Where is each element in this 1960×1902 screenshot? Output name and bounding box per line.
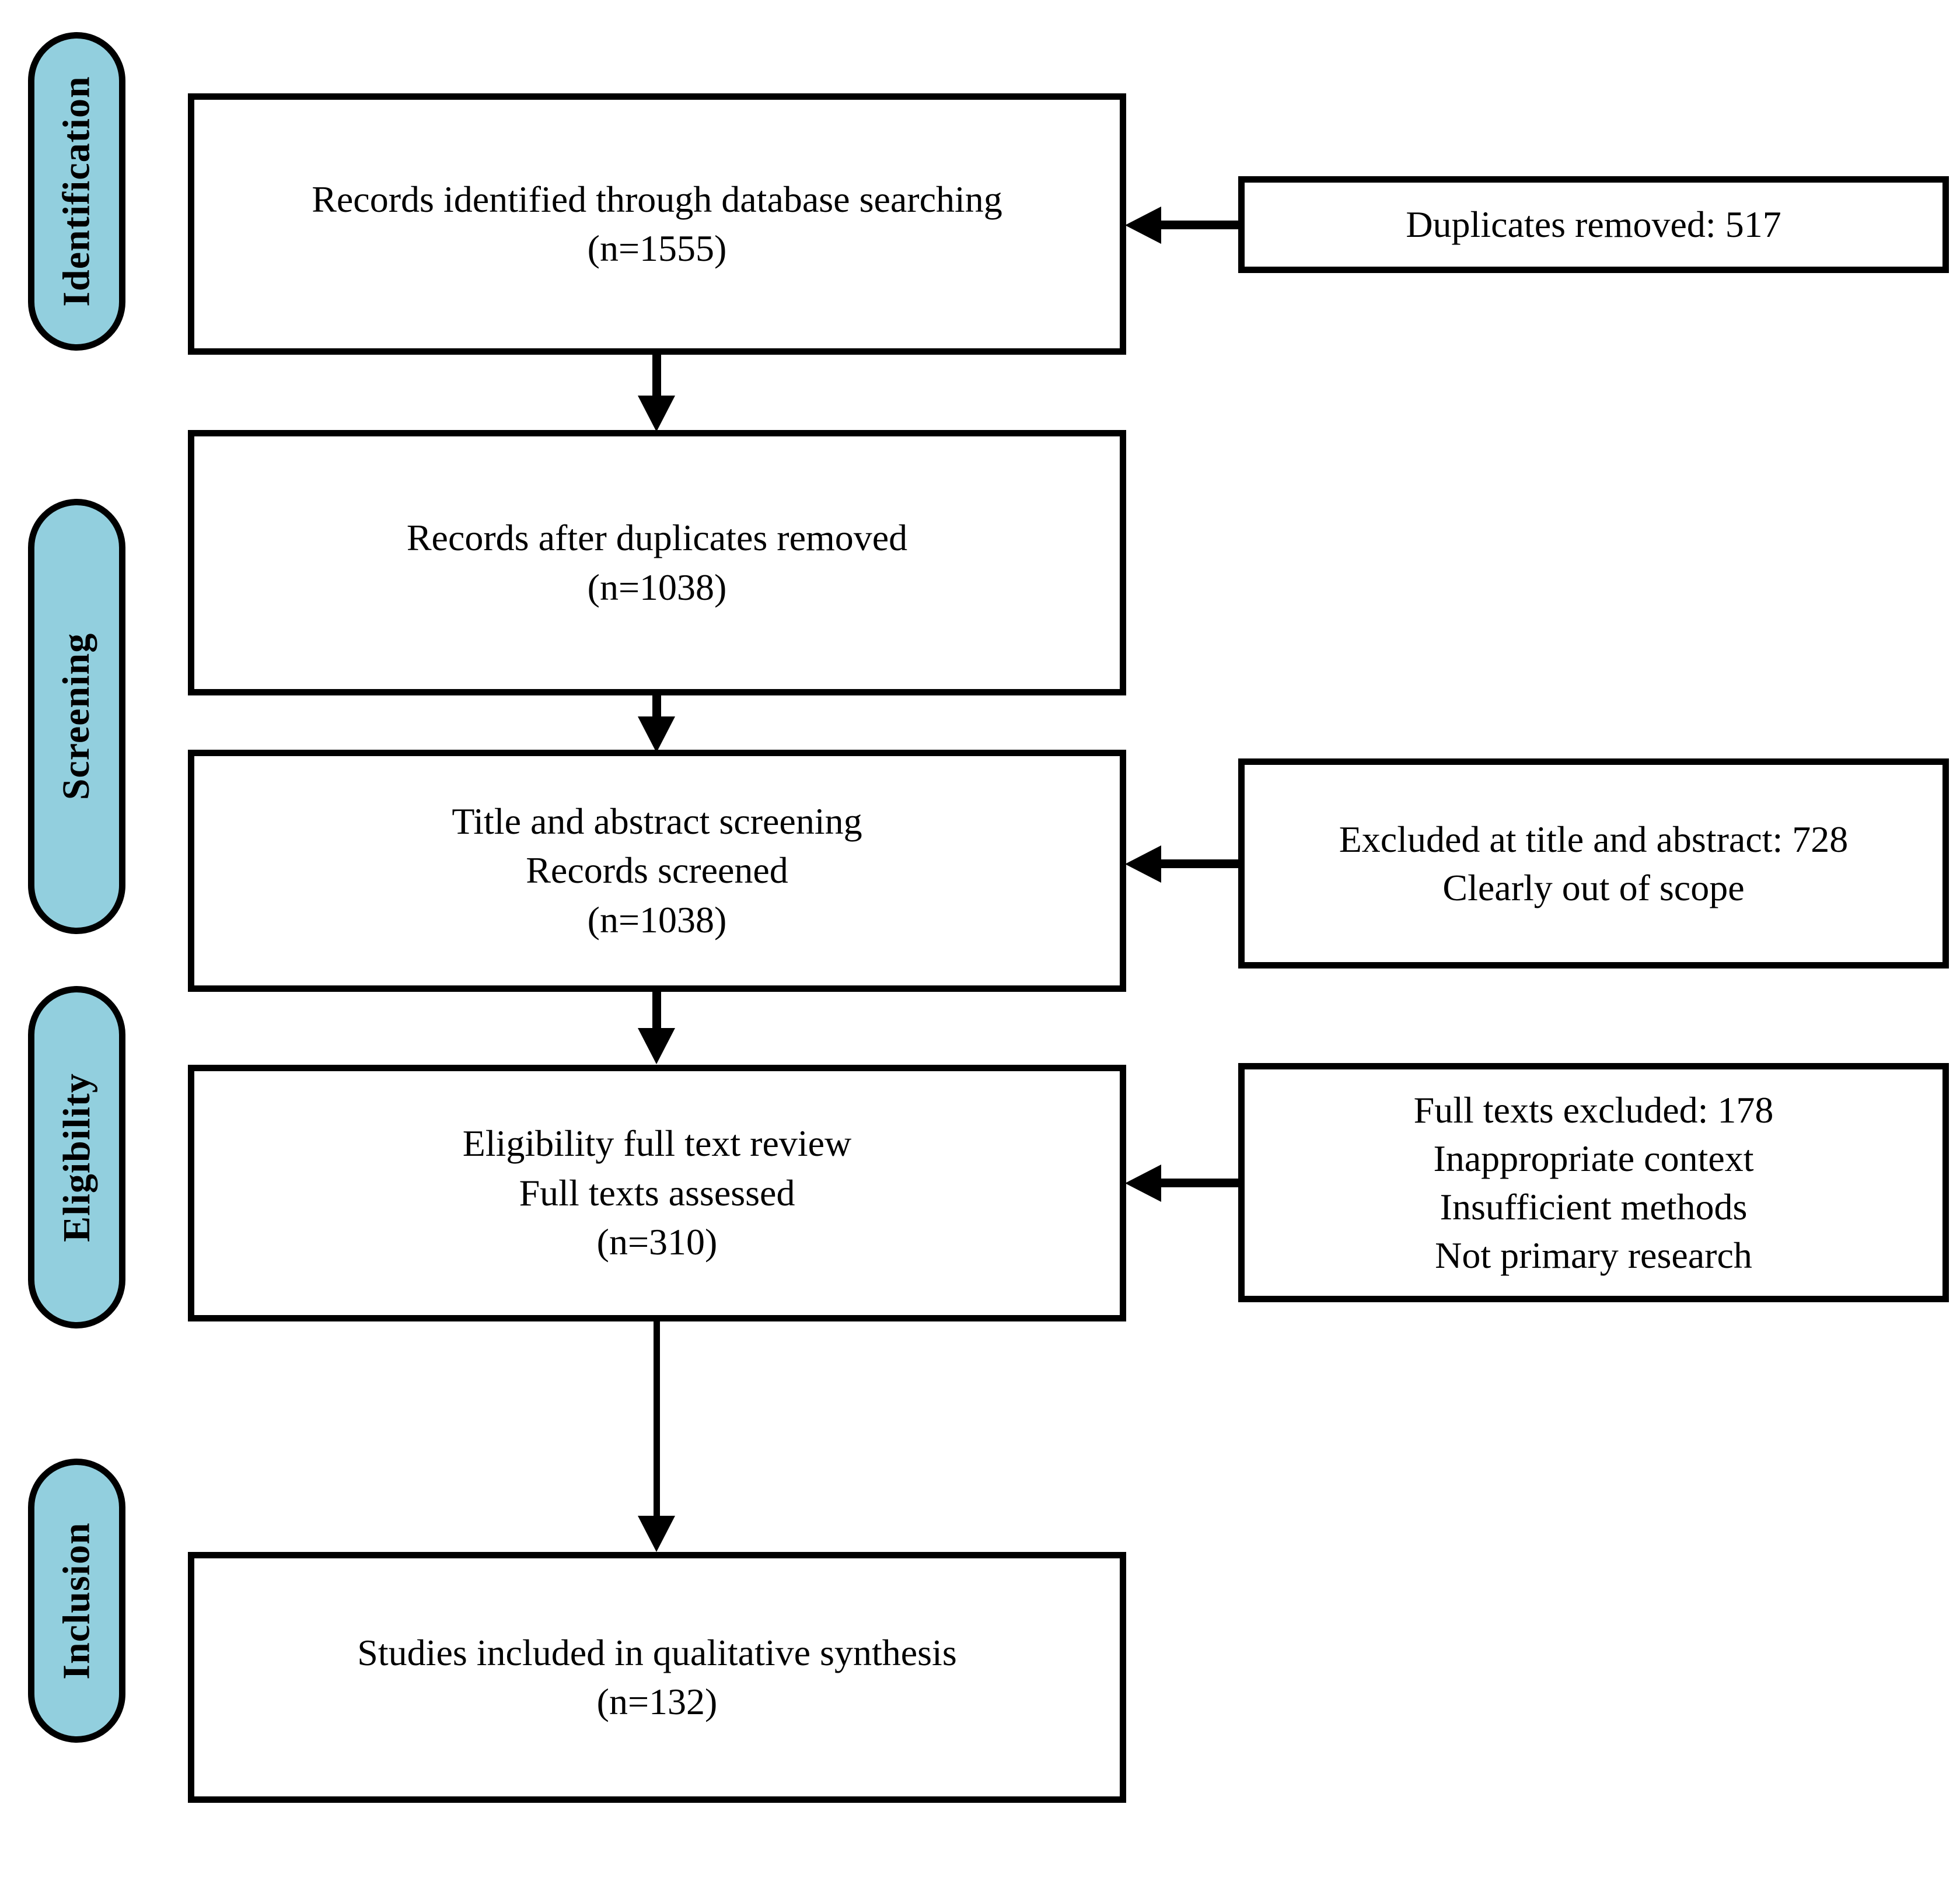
box-line: Clearly out of scope [1442, 867, 1745, 908]
stage-label-identification: Identification [55, 76, 98, 307]
box-full-texts-excluded: Full texts excluded: 178 Inappropriate c… [1238, 1063, 1949, 1302]
connector-line-excluded-title-abstract [1161, 859, 1241, 868]
connector-line-full-texts-excluded [1161, 1179, 1241, 1187]
box-line: Eligibility full text review [462, 1123, 852, 1165]
arrow-full-texts-excluded [1125, 1165, 1161, 1202]
stage-label-eligibility: Eligibility [55, 1072, 98, 1242]
stage-label-inclusion: Inclusion [55, 1522, 98, 1680]
stage-label-screening: Screening [55, 632, 98, 800]
box-line: Records after duplicates removed [406, 517, 908, 559]
box-line: Not primary research [1435, 1235, 1752, 1277]
arrow-full-texts-to-included [638, 1516, 675, 1552]
box-line: Studies included in qualitative synthesi… [357, 1631, 957, 1673]
connector-line-full-texts-to-included [654, 1321, 660, 1520]
connector-line-identified-to-after-duplicates [652, 355, 661, 403]
box-line: Full texts assessed [519, 1172, 795, 1214]
arrow-duplicates-removed [1125, 207, 1161, 244]
box-line: Records identified through database sear… [312, 178, 1002, 220]
box-line: (n=132) [596, 1681, 718, 1722]
stage-pill-screening: Screening [28, 499, 125, 934]
box-duplicates-removed: Duplicates removed: 517 [1238, 176, 1949, 273]
stage-pill-eligibility: Eligibility [28, 986, 125, 1328]
box-line: Full texts excluded: 178 [1413, 1089, 1774, 1131]
connector-line-screened-to-full-texts [652, 992, 661, 1032]
box-records-identified: Records identified through database sear… [188, 93, 1126, 355]
arrow-identified-to-after-duplicates [638, 396, 675, 432]
box-excluded-title-abstract: Excluded at title and abstract: 728 Clea… [1238, 758, 1949, 969]
box-records-after-duplicates: Records after duplicates removed (n=1038… [188, 430, 1126, 695]
arrow-excluded-title-abstract [1125, 845, 1161, 883]
box-line: (n=1038) [587, 566, 727, 608]
stage-pill-inclusion: Inclusion [28, 1459, 125, 1743]
box-line: Inappropriate context [1433, 1137, 1754, 1179]
box-line: Duplicates removed: 517 [1406, 204, 1781, 246]
box-line: (n=1555) [587, 228, 727, 269]
box-full-texts-assessed: Eligibility full text review Full texts … [188, 1065, 1126, 1321]
box-line: (n=1038) [587, 898, 727, 940]
box-line: (n=310) [596, 1221, 718, 1263]
box-studies-included: Studies included in qualitative synthesi… [188, 1552, 1126, 1803]
box-records-screened: Title and abstract screening Records scr… [188, 750, 1126, 992]
stage-pill-identification: Identification [28, 32, 125, 351]
arrow-screened-to-full-texts [638, 1028, 675, 1064]
box-line: Excluded at title and abstract: 728 [1339, 818, 1849, 860]
box-line: Title and abstract screening [452, 800, 862, 842]
box-line: Records screened [526, 849, 788, 891]
connector-line-after-duplicates-to-screened [652, 695, 661, 719]
connector-line-duplicates-removed [1161, 221, 1241, 229]
box-line: Insufficient methods [1440, 1186, 1748, 1228]
arrow-after-duplicates-to-screened [638, 716, 675, 753]
